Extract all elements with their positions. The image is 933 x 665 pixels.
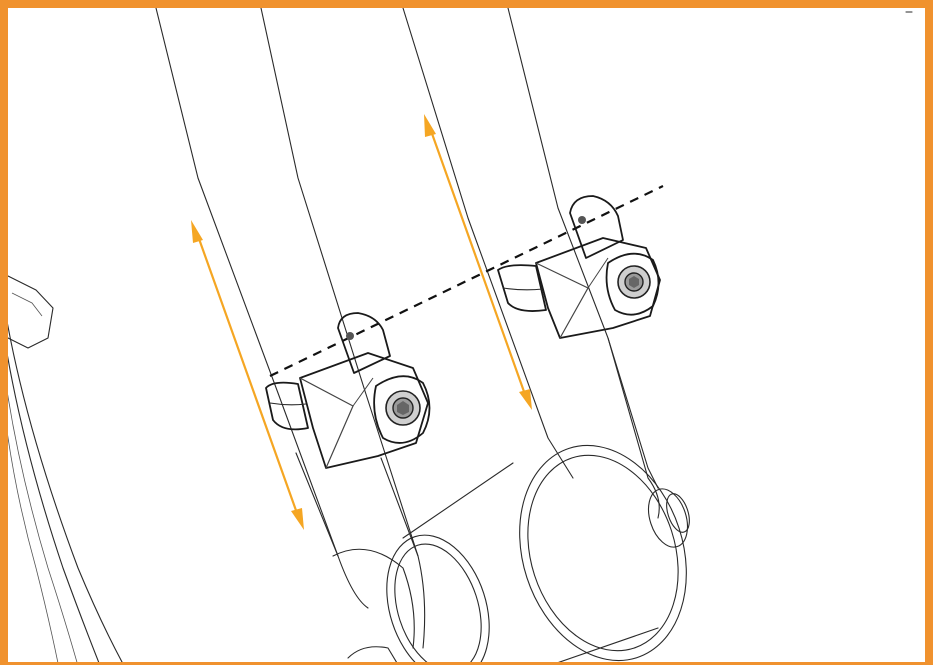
sensor-clamp-right <box>497 195 661 339</box>
fork-sensor-mount-illustration <box>8 8 913 662</box>
wheel-hub <box>347 444 690 662</box>
fork-leg-left <box>155 8 426 649</box>
fork-leg-right <box>402 8 660 519</box>
alignment-dashed-line <box>269 185 664 377</box>
sensor-clamp-left <box>265 312 431 469</box>
adjust-arrow-left-icon <box>191 220 304 530</box>
wheel-rim <box>8 275 123 662</box>
adjust-arrow-right-icon <box>424 114 532 410</box>
